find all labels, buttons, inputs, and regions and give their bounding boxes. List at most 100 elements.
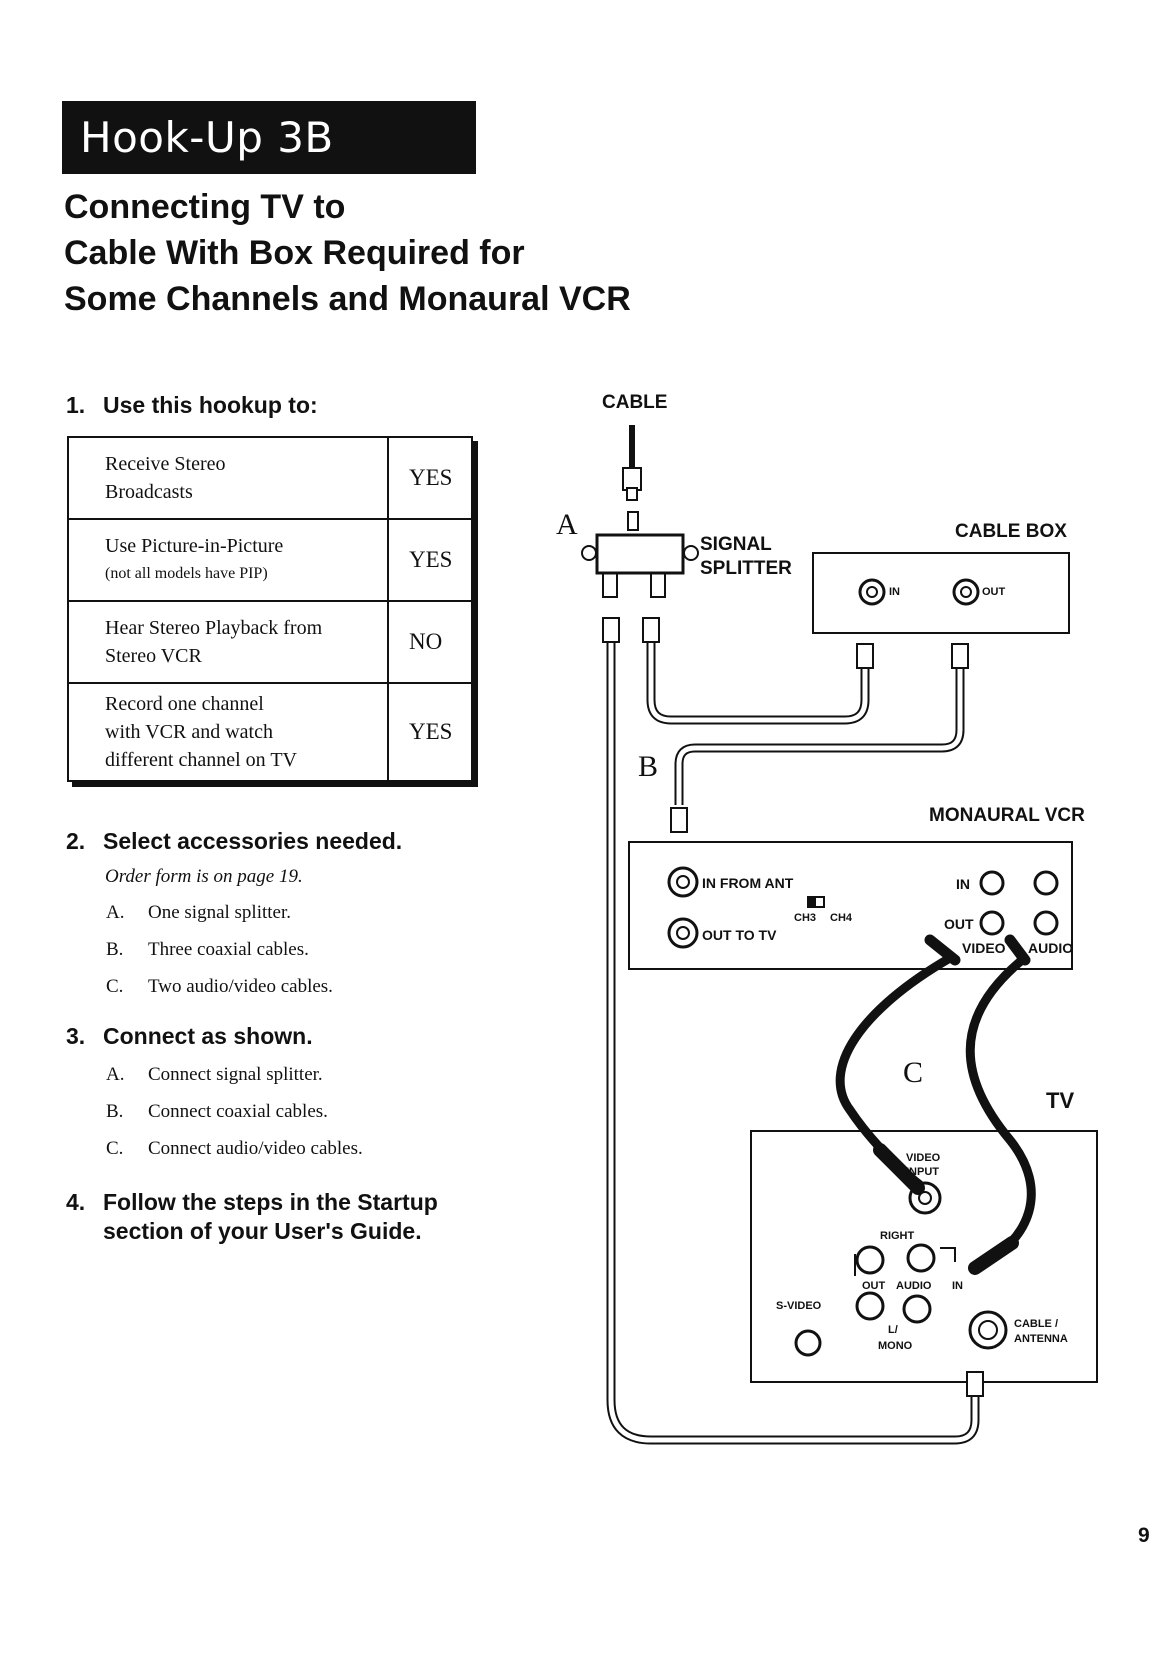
- cable-connector-icon: [622, 467, 642, 491]
- tv-l-label: L/: [888, 1324, 898, 1336]
- vcr-out-to-tv-jack-icon: [667, 917, 699, 949]
- usage-answer: NO: [387, 600, 473, 684]
- tv-out-left-jack-icon: [855, 1291, 885, 1321]
- vcr-out-to-tv-label: OUT TO TV: [702, 927, 777, 943]
- list-letter: B.: [106, 939, 124, 960]
- vcr-out-video-jack-icon: [979, 910, 1005, 936]
- step4-number: 4.: [66, 1189, 86, 1215]
- tv-cable-label: CABLE /: [1014, 1318, 1058, 1330]
- page-number: 9: [1138, 1524, 1150, 1547]
- list-item: C.Connect audio/video cables.: [106, 1130, 363, 1167]
- usage-answer: YES: [387, 436, 473, 520]
- splitter-icon: [595, 533, 685, 575]
- vcr-outline: [628, 841, 1073, 970]
- accessory-list: A. One signal splitter. B. Three coaxial c…: [106, 894, 333, 1005]
- usage-desc-line: Broadcasts: [105, 481, 193, 503]
- vcr-in-jack-icon: [979, 870, 1005, 896]
- tv-right-label: RIGHT: [880, 1230, 915, 1242]
- list-text: Three coaxial cables.: [148, 939, 309, 960]
- usage-answer: YES: [387, 682, 473, 782]
- box-out-jack-icon: [952, 578, 980, 606]
- usage-desc-line: with VCR and watch: [105, 721, 273, 743]
- usage-desc-line: Record one channel: [105, 693, 264, 715]
- page-title: Connecting TV to Cable With Box Required…: [64, 184, 764, 322]
- list-item: C. Two audio/video cables.: [106, 968, 333, 1005]
- letter-c: C: [903, 1056, 924, 1089]
- box-in-jack-icon: [858, 578, 886, 606]
- vcr-ch3-label: CH3: [794, 912, 817, 924]
- table-row: Hear Stereo Playback from Stereo VCR NO: [67, 600, 473, 684]
- vcr-ch4-label: CH4: [830, 912, 853, 924]
- tv-outline: [750, 1130, 1098, 1383]
- usage-answer: YES: [387, 518, 473, 602]
- step2-number: 2.: [66, 828, 86, 854]
- step4-line-2: section of your User's Guide.: [103, 1218, 422, 1244]
- list-text: One signal splitter.: [148, 902, 292, 923]
- usage-desc: Use Picture-in-Picture (not all models h…: [67, 518, 389, 602]
- usage-desc-line: Receive Stereo: [105, 453, 226, 475]
- list-text: Connect coaxial cables.: [148, 1101, 328, 1122]
- signal-label: SIGNAL: [700, 534, 772, 555]
- tv-svideo-jack-icon: [794, 1329, 822, 1357]
- list-letter: A.: [106, 902, 125, 923]
- vcr-out-label: OUT: [944, 916, 974, 932]
- step1-number: 1.: [66, 392, 86, 418]
- letter-b: B: [638, 750, 659, 783]
- list-letter: B.: [106, 1101, 124, 1122]
- vcr-out-audio-jack-icon: [1033, 910, 1059, 936]
- hookup-banner: Hook-Up 3B: [62, 101, 476, 174]
- tv-video-input-jack-icon: [908, 1181, 942, 1215]
- tv-svideo-label: S-VIDEO: [776, 1300, 822, 1312]
- tv-antenna-label: ANTENNA: [1014, 1333, 1068, 1345]
- tv-out-label: OUT: [862, 1280, 886, 1292]
- order-form-note: Order form is on page 19.: [105, 866, 303, 887]
- tv-label: TV: [1046, 1088, 1075, 1113]
- table-row: Receive Stereo Broadcasts YES: [67, 436, 473, 520]
- step1-heading-text: Use this hookup to:: [103, 392, 318, 418]
- tv-in-right-jack-icon: [906, 1243, 936, 1273]
- usage-desc: Hear Stereo Playback from Stereo VCR: [67, 600, 389, 684]
- step4-line-1: Follow the steps in the Startup: [103, 1189, 438, 1215]
- box-in-label: IN: [889, 586, 900, 598]
- step2-heading: 2.Select accessories needed.: [66, 828, 402, 855]
- step4-heading: 4. Follow the steps in the Startup sectio…: [66, 1188, 438, 1246]
- usage-desc-line: Use Picture-in-Picture: [105, 535, 284, 557]
- cable-label: CABLE: [602, 392, 668, 413]
- vcr-in-from-ant-label: IN FROM ANT: [702, 875, 794, 891]
- tv-in-label: IN: [952, 1280, 963, 1292]
- tv-input-label: INPUT: [906, 1166, 939, 1178]
- box-out-label: OUT: [982, 586, 1006, 598]
- usage-table: Receive Stereo Broadcasts YES Use Pictur…: [67, 436, 473, 782]
- list-item: A. One signal splitter.: [106, 894, 333, 931]
- letter-a: A: [556, 508, 578, 541]
- vcr-ant-in-jack-icon: [667, 866, 699, 898]
- list-item: B. Three coaxial cables.: [106, 931, 333, 968]
- tv-antenna-jack-icon: [968, 1310, 1008, 1350]
- step3-heading: 3.Connect as shown.: [66, 1023, 313, 1050]
- tv-mono-label: MONO: [878, 1340, 913, 1352]
- connect-list: A.Connect signal splitter. B.Connect coa…: [106, 1056, 363, 1167]
- step3-number: 3.: [66, 1023, 86, 1049]
- tv-out-right-jack-icon: [855, 1245, 885, 1275]
- step1-heading: 1. Use this hookup to:: [66, 392, 318, 419]
- title-line-2: Cable With Box Required for: [64, 234, 525, 272]
- title-line-1: Connecting TV to: [64, 188, 346, 226]
- usage-desc-line: Stereo VCR: [105, 645, 202, 667]
- usage-desc-line: Hear Stereo Playback from: [105, 617, 323, 639]
- vcr-video-label: VIDEO: [962, 940, 1006, 956]
- vcr-in-label: IN: [956, 876, 970, 892]
- table-row: Use Picture-in-Picture (not all models h…: [67, 518, 473, 602]
- usage-desc: Record one channel with VCR and watch di…: [67, 682, 389, 782]
- cable-box-outline: [812, 552, 1070, 634]
- usage-desc-note: (not all models have PIP): [105, 565, 268, 582]
- list-text: Connect signal splitter.: [148, 1064, 323, 1085]
- title-line-3: Some Channels and Monaural VCR: [64, 280, 631, 318]
- list-text: Connect audio/video cables.: [148, 1138, 363, 1159]
- list-letter: C.: [106, 976, 124, 997]
- tv-video-label: VIDEO: [906, 1152, 941, 1164]
- tv-audio-label: AUDIO: [896, 1280, 932, 1292]
- usage-desc-line: different channel on TV: [105, 749, 297, 771]
- list-text: Two audio/video cables.: [148, 976, 333, 997]
- tv-in-left-jack-icon: [902, 1294, 932, 1324]
